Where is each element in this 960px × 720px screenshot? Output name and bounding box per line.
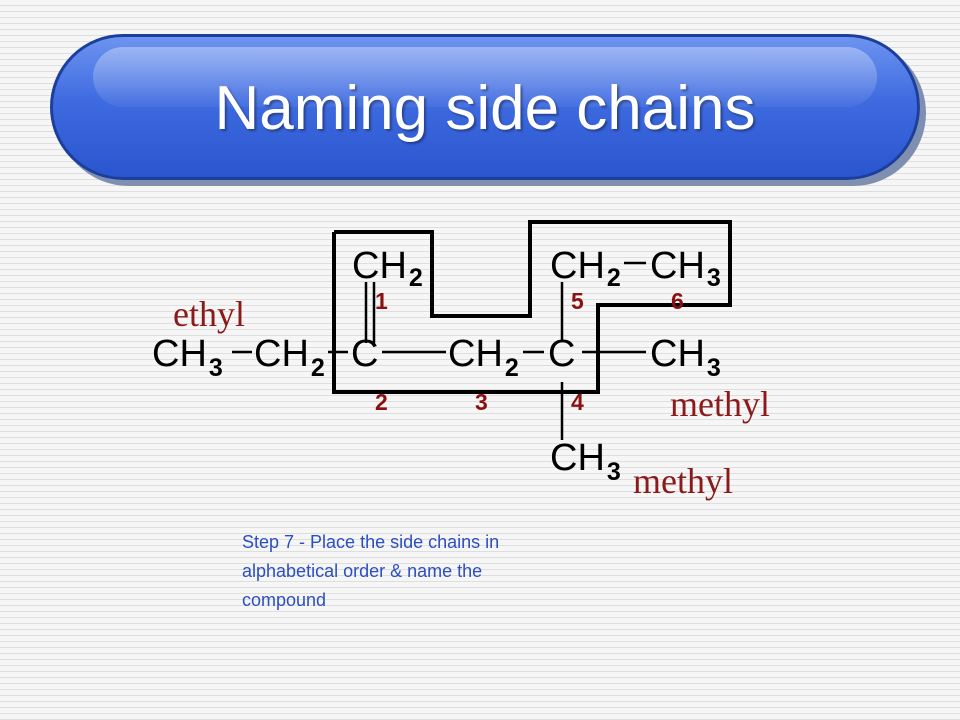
atom-main-6: CH3 [650, 333, 721, 382]
side-chain-label-ethyl: ethyl [173, 294, 245, 334]
carbon-number-3: 3 [475, 389, 488, 415]
atom-top-right-1: CH2 [550, 245, 621, 292]
atom-main-1: CH3 [152, 333, 223, 382]
carbon-number-1: 1 [375, 288, 388, 314]
atom-top-left: CH2 [352, 245, 423, 292]
carbon-number-4: 4 [571, 389, 584, 415]
atom-top-right-2: CH3 [650, 245, 721, 292]
carbon-number-5: 5 [571, 288, 584, 314]
side-chain-label-methyl-bottom: methyl [633, 461, 733, 501]
carbon-number-2: 2 [375, 389, 388, 415]
step-note: Step 7 - Place the side chains in alphab… [242, 532, 504, 610]
title-banner: Naming side chains [50, 34, 920, 180]
parent-chain-outline [332, 220, 732, 394]
slide-title: Naming side chains [214, 74, 756, 143]
atom-main-5: C [548, 333, 575, 375]
title-gloss [93, 47, 877, 107]
atom-main-2: CH2 [254, 333, 325, 382]
side-chain-label-methyl-right: methyl [670, 384, 770, 424]
atom-bottom: CH3 [550, 437, 621, 486]
atom-main-3: C [351, 333, 378, 375]
atom-main-4: CH2 [448, 333, 519, 382]
carbon-number-6: 6 [671, 288, 684, 314]
